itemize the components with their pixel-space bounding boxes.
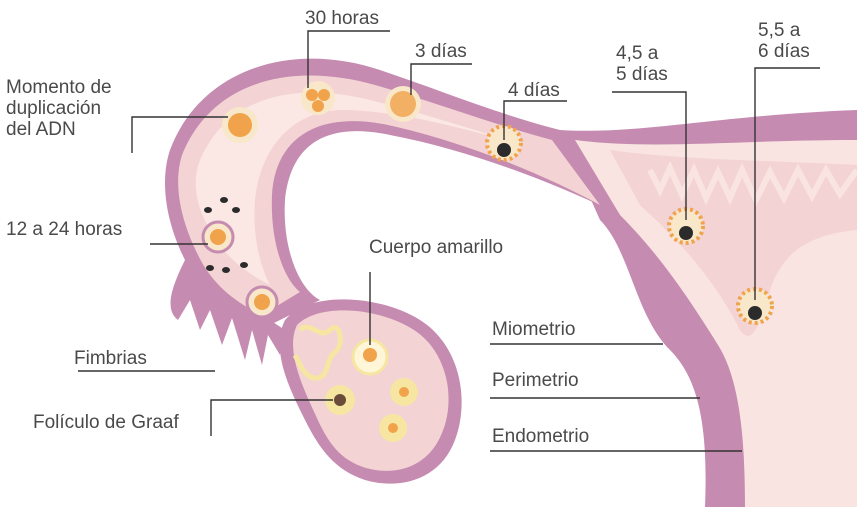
corpus-luteum — [353, 340, 387, 374]
embryo-30h — [301, 81, 335, 115]
ovum-released — [247, 287, 277, 317]
ovum-12-24h — [203, 222, 233, 252]
label-line-3: del ADN — [6, 119, 112, 140]
label-perimetrio: Perimetrio — [492, 370, 579, 391]
label-cuerpo-amarillo: Cuerpo amarillo — [369, 237, 503, 258]
label-endometrio: Endometrio — [492, 426, 589, 447]
label-foliculo-graaf: Folículo de Graaf — [33, 412, 179, 433]
label-line-1: 5,5 a — [758, 20, 810, 41]
label-fimbrias: Fimbrias — [74, 348, 147, 369]
label-4-dias: 4 días — [508, 80, 560, 101]
label-line-2: 5 días — [616, 64, 668, 85]
label-5-5-dias: 5,5 a 6 días — [758, 20, 810, 62]
follicle-2 — [390, 378, 418, 406]
label-30-horas: 30 horas — [305, 8, 379, 29]
embryo-dna-duplication — [222, 107, 258, 143]
label-line-1: 4,5 a — [616, 43, 668, 64]
label-line-2: duplicación — [6, 98, 112, 119]
label-dna-duplication: Momento de duplicación del ADN — [6, 77, 112, 140]
label-4-5-dias: 4,5 a 5 días — [616, 43, 668, 85]
label-line-2: 6 días — [758, 41, 810, 62]
label-12-24-horas: 12 a 24 horas — [6, 219, 122, 240]
label-line-1: Momento de — [6, 77, 112, 98]
label-miometrio: Miometrio — [492, 319, 575, 340]
embryo-3d — [385, 86, 421, 122]
label-3-dias: 3 días — [415, 41, 467, 62]
follicle-3 — [379, 414, 407, 442]
